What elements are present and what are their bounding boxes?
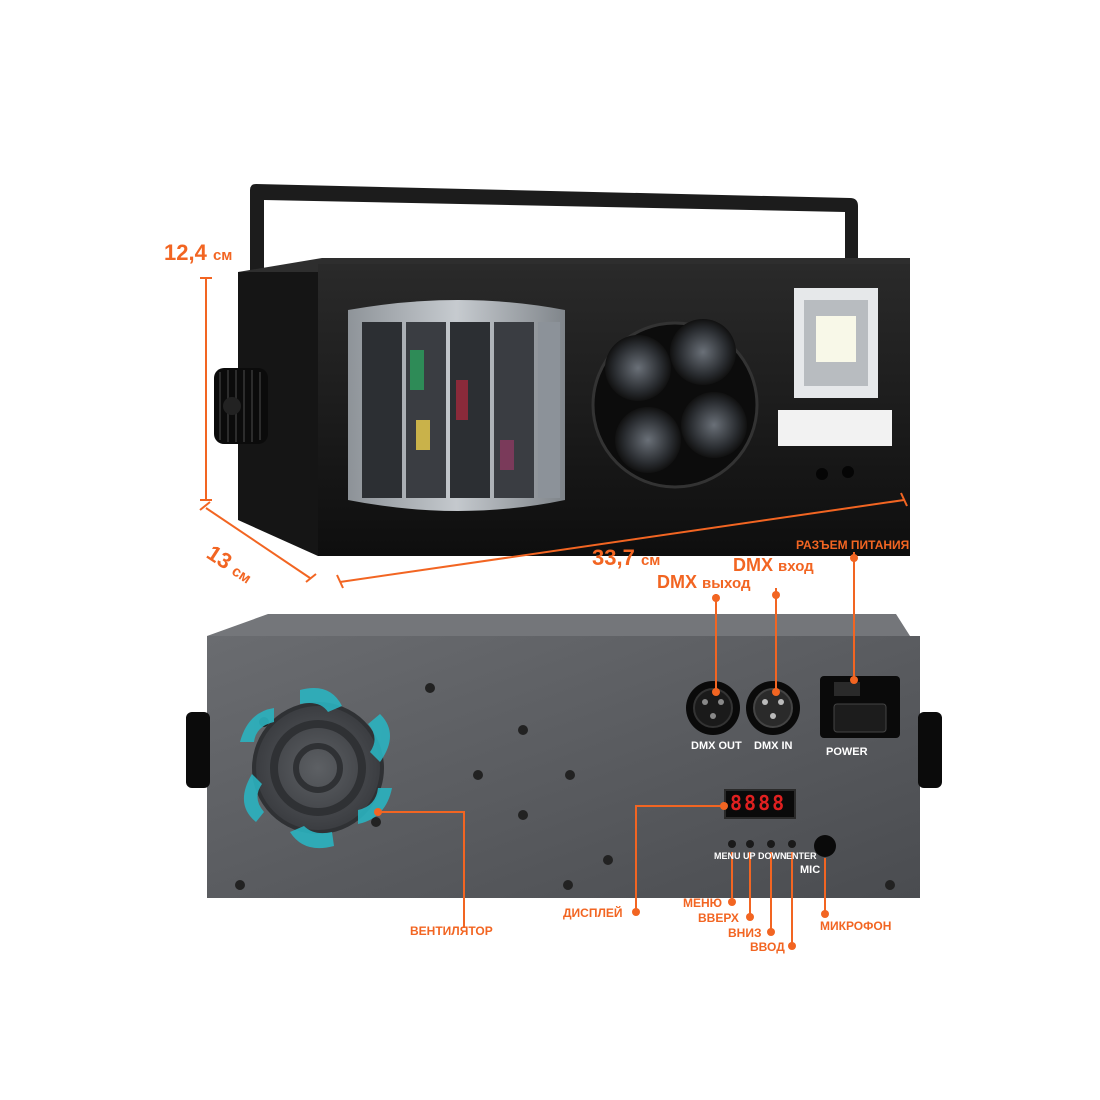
display-readout: 8888 [730,791,787,815]
screw [518,810,528,820]
up-callout: ВВЕРХ [698,911,739,925]
front-unit [214,184,910,556]
enter-callout: ВВОД [750,940,785,954]
mounting-bracket [250,184,858,275]
dmx-out-callout: DMX выход [657,572,751,593]
dmx-in-callout-name: DMX [733,555,773,575]
rear-top-face [207,614,910,636]
power-socket[interactable] [820,676,900,738]
laser-aperture-1 [816,468,828,480]
up-button[interactable] [746,840,754,848]
width-value: 33,7 [592,545,635,570]
dmx-out-connector[interactable] [686,681,740,735]
display-callout: ДИСПЛЕЙ [563,906,623,920]
enter-button[interactable] [788,840,796,848]
dmx-out-panel-label: DMX OUT [691,740,742,752]
laser-aperture-2 [842,466,854,478]
screw [563,880,573,890]
power-socket-callout: РАЗЪЕМ ПИТАНИЯ [796,538,910,552]
menu-button[interactable] [728,840,736,848]
side-face [238,272,318,556]
menu-callout: МЕНЮ [683,896,723,910]
menu-panel-label: MENU [714,851,741,861]
four-lens-cluster [591,319,759,489]
microphone-callout: МИКРОФОН [820,919,892,933]
lens-1 [605,335,671,401]
down-callout: ВНИЗ [728,926,762,940]
side-knob-right [918,712,942,788]
screw [473,770,483,780]
laser-warning-sticker [778,410,892,446]
dimension-lines [199,277,908,589]
derby-dome-lens [348,300,565,511]
screw [565,770,575,780]
enter-panel-label: ENTER [786,851,817,861]
power-panel-label: POWER [826,746,868,758]
callout-dots [374,554,858,950]
screw [885,880,895,890]
strobe-led [794,288,878,398]
fan-callout: ВЕНТИЛЯТОР [410,924,493,938]
down-button[interactable] [767,840,775,848]
mic-panel-label: MIC [800,864,821,876]
screw [371,817,381,827]
dmx-in-callout: DMX вход [733,555,814,576]
screw [603,855,613,865]
led-display [724,789,796,819]
fan-icon [240,688,392,849]
down-panel-label: DOWN [758,851,787,861]
dmx-in-panel-label: DMX IN [754,740,793,752]
lens-4 [681,392,747,458]
up-panel-label: UP [743,851,756,861]
height-dimension-label: 12,4 см [164,240,232,266]
dmx-in-connector[interactable] [746,681,800,735]
dmx-out-callout-name: DMX [657,572,697,592]
dmx-out-callout-word: выход [702,575,751,592]
height-value: 12,4 [164,240,207,265]
width-unit: см [640,552,661,569]
rear-unit [186,614,942,898]
microphone-icon [814,835,836,857]
width-dimension-label: 33,7 см [592,545,660,571]
screw [518,725,528,735]
dmx-in-callout-word: вход [778,558,814,575]
bracket-knob [214,368,268,444]
lens-3 [615,407,681,473]
lens-2 [670,319,736,385]
height-unit: см [212,247,233,264]
side-knob-left [186,712,210,788]
screw [425,683,435,693]
callout-lines [378,552,855,944]
screw [235,880,245,890]
